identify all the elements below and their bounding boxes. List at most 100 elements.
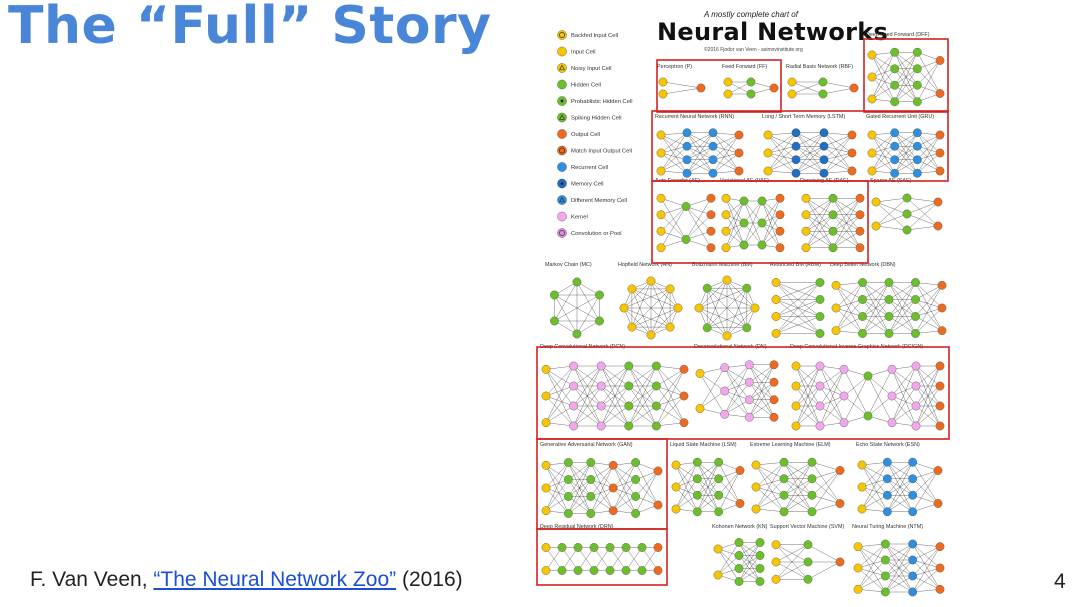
connection-line [712,134,740,174]
connection-line [783,462,813,496]
input-cell [801,243,811,253]
connection-line [767,134,797,160]
hidden-cell [755,551,765,560]
network-variational-ae-vae: Variational AE (VAE) [720,178,785,253]
connection-line [545,369,574,427]
kernel-cell [839,418,849,428]
kernel-cell [887,418,897,428]
network-deep-convolutional-inverse-graphics-network-dcign: Deep Convolutional Inverse Graphics Netw… [790,344,945,431]
connection-line [724,367,750,383]
connection-line [805,198,834,232]
connection-line [875,225,908,231]
connection-line [861,486,888,496]
hidden-cell [564,475,573,484]
legend-label: Hidden Cell [571,83,601,89]
connection-line [650,288,671,336]
output-cell [855,243,865,253]
legend-swatch-triangle [559,196,565,203]
input-cell [853,542,863,552]
connection-line [601,385,629,427]
hidden-cell [880,555,890,565]
network-feed-forward-ff: Feed Forward (FF) [722,64,779,99]
connection-line [685,198,712,240]
connection-line [915,282,943,309]
connection-line [811,462,841,471]
connection-line [623,307,652,336]
hidden-cell [828,193,838,203]
kernel-cell [887,364,897,374]
connection-line [712,146,740,172]
connection-line [915,405,941,427]
connection-line [862,299,890,334]
hidden-cell [746,89,756,99]
connection-line [590,465,614,514]
output-cell [775,193,785,203]
hidden-cell [734,551,744,560]
connection-line [738,542,761,569]
connection-line [915,365,941,407]
connection-line [699,373,725,415]
hidden-cell [858,312,867,321]
connection-line [724,367,750,400]
connection-line [675,462,698,488]
connection-line [795,146,825,174]
hidden-cell [714,457,724,467]
network-gated-recurrent-unit-gru: Gated Recurrent Unit (GRU) [866,114,945,178]
connection-line [545,395,574,427]
connection-line [545,369,574,387]
input-cell [791,381,801,391]
connection-line [861,462,888,488]
connection-line [912,543,941,590]
connection-line [783,495,813,512]
connection-line [857,546,886,561]
hidden-cell [884,278,894,287]
output-cell [935,563,945,573]
input-cell [867,130,877,140]
hidden-cell [739,218,749,228]
hidden-cell [589,543,599,552]
network-label: Radial Basis Network (RBF) [786,64,853,70]
connection-line [871,76,895,102]
connection-line [623,307,671,328]
connection-line [717,555,740,576]
connection-line [857,543,886,547]
network-hopfield-network-hn: Hopfield Network (HN) [618,262,683,340]
hidden-cell [564,458,573,467]
input-cell [656,166,666,176]
neural-network-zoo-link[interactable]: “The Neural Network Zoo” [153,568,397,591]
recurrent-cell [912,168,922,178]
output-cell [679,364,689,374]
connection-line [601,405,629,427]
connection-line [906,201,939,231]
connection-line [912,546,941,593]
connection-line [885,559,913,593]
recurrent-cell [908,507,918,517]
connection-line [795,365,821,427]
output-cell [706,243,716,253]
input-cell [656,226,666,236]
connection-line [590,462,614,489]
connection-line [697,495,719,512]
connection-line [749,399,775,418]
connection-line [867,375,893,397]
connection-line [807,561,841,580]
hidden-cell [757,240,767,250]
legend-label: Input Cell [571,50,596,56]
hidden-cell [734,564,744,573]
citation-year: (2016) [396,568,463,591]
connection-line [686,132,714,174]
network-markov-chain-mc: Markov Chain (MC) [545,262,604,339]
connection-line [894,85,918,102]
connection-line [875,213,908,227]
connection-line [545,365,574,397]
input-cell [658,89,668,99]
connection-line [887,462,913,512]
memory-cell [791,168,801,178]
connection-line [906,201,939,215]
connection-line [738,555,761,582]
connection-line [712,134,740,160]
connection-line [894,132,918,174]
connection-line [628,405,657,427]
output-cell [937,280,947,290]
connection-line [698,288,747,309]
